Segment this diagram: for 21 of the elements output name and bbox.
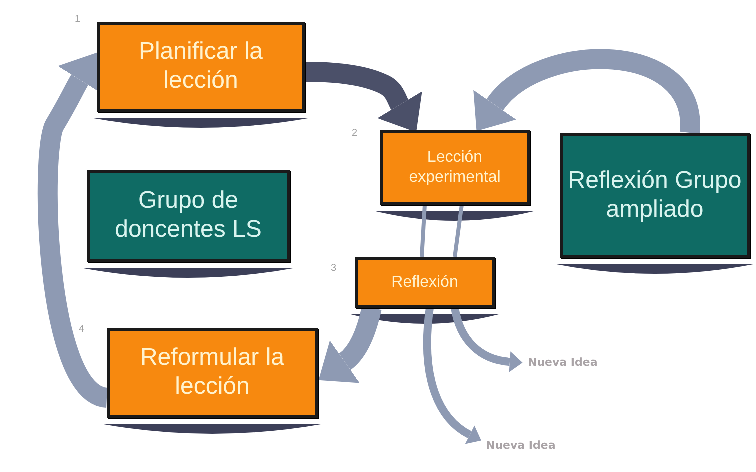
arrow xyxy=(423,308,482,444)
step-text: Reflexión xyxy=(390,272,460,292)
step-box xyxy=(560,133,750,258)
step-text: Lección experimental xyxy=(408,148,502,187)
step-box xyxy=(107,328,318,418)
step-text: Reformular la lección xyxy=(139,344,286,402)
step-box xyxy=(87,170,290,262)
connector-line xyxy=(420,204,427,258)
step-text: Grupo de doncentes LS xyxy=(114,187,263,245)
step-number: 1 xyxy=(75,14,81,25)
step-number: 2 xyxy=(352,128,358,139)
step-box xyxy=(380,130,530,205)
idea-label: Nueva Idea xyxy=(528,356,598,370)
idea-label: Nueva Idea xyxy=(486,439,556,453)
step-number: 3 xyxy=(331,263,337,274)
step-box xyxy=(97,22,305,112)
step-text: Planificar la lección xyxy=(138,38,264,96)
step-text: Reflexión Grupo ampliado xyxy=(567,166,743,224)
step-box xyxy=(355,257,495,308)
step-number: 4 xyxy=(79,324,85,335)
arrow xyxy=(451,307,523,372)
